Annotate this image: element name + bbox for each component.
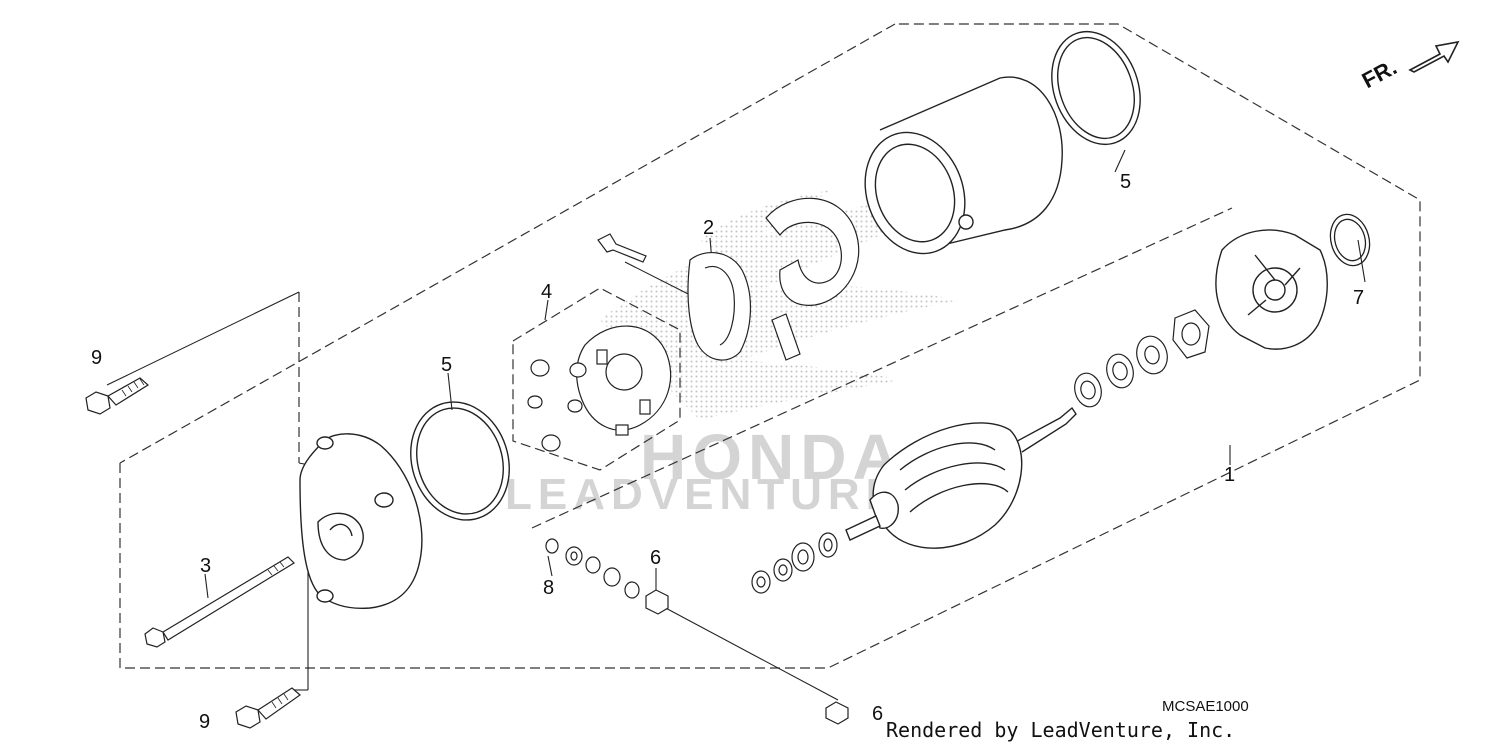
callout-5-left: 5 xyxy=(441,354,453,376)
assembly-outline xyxy=(119,23,1421,669)
watermark-brand: HONDA xyxy=(640,421,905,493)
brush-holder-4 xyxy=(527,325,672,452)
callout-4: 4 xyxy=(541,281,553,303)
o-ring-5-right xyxy=(1051,30,1141,146)
callout-2: 2 xyxy=(703,217,715,239)
diagram-code: MCSAE1000 xyxy=(1162,698,1249,715)
callout-3: 3 xyxy=(200,555,212,577)
terminal-hardware xyxy=(545,538,849,725)
armature-1 xyxy=(845,406,1077,549)
callout-1: 1 xyxy=(1224,464,1236,486)
callout-8: 8 xyxy=(543,577,555,599)
armature-washers xyxy=(751,532,838,594)
yoke-housing xyxy=(864,76,1063,255)
bolt-9-lower xyxy=(235,687,301,729)
credit-line: Rendered by LeadVenture, Inc. xyxy=(886,718,1236,742)
forward-arrow-icon xyxy=(1408,40,1460,73)
bolt-3-long xyxy=(144,556,295,648)
terminal-2 xyxy=(597,233,801,361)
callout-5-right: 5 xyxy=(1120,171,1132,193)
o-ring-7 xyxy=(1329,213,1371,267)
callout-6-lower: 6 xyxy=(872,703,884,725)
front-cover xyxy=(299,433,423,610)
bolt-9-upper xyxy=(85,377,150,415)
callout-9-upper: 9 xyxy=(91,347,103,369)
o-ring-5-left xyxy=(410,401,510,521)
callout-7: 7 xyxy=(1353,287,1365,309)
callout-6-upper: 6 xyxy=(650,547,662,569)
watermark-company: LEADVENTURE xyxy=(505,470,902,519)
rear-cover xyxy=(1215,229,1328,350)
callout-9-lower: 9 xyxy=(199,711,211,733)
shaft-washers xyxy=(1074,309,1210,408)
brush-cover xyxy=(765,197,860,306)
